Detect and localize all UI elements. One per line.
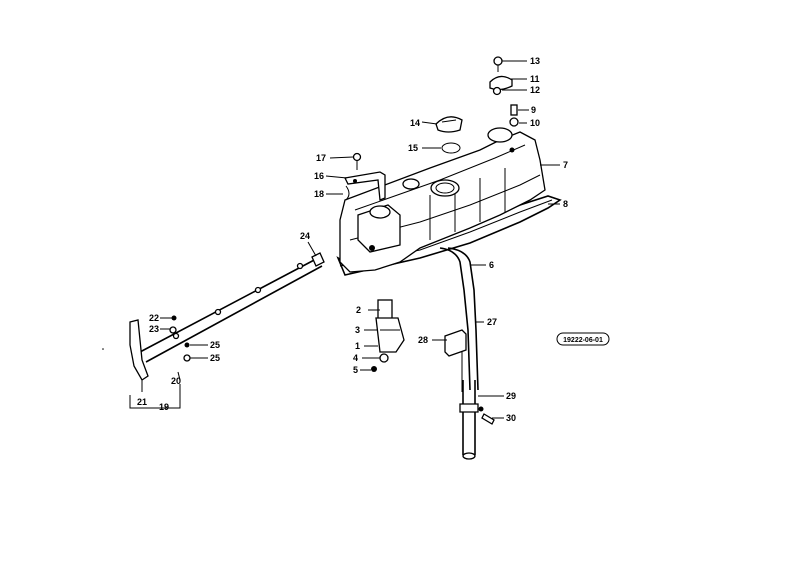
callout-28: 28: [418, 335, 428, 345]
callout-23: 23: [149, 324, 159, 334]
callout-15: 15: [408, 143, 418, 153]
callout-27: 27: [487, 317, 497, 327]
callout-20: 20: [171, 376, 181, 386]
callout-8: 8: [563, 199, 568, 209]
callout-3: 3: [355, 325, 360, 335]
callout-7: 7: [563, 160, 568, 170]
callout-labels: 13 11 12 9 10 14 15 17 16 18 7 8 6 24 2 …: [137, 56, 568, 423]
callout-18: 18: [314, 189, 324, 199]
lever-assembly: [371, 299, 405, 372]
callout-29: 29: [506, 391, 516, 401]
stray-mark: [102, 348, 104, 350]
callout-25: 25: [210, 353, 220, 363]
o-ring: [441, 142, 461, 154]
bracket-assembly: [344, 152, 386, 201]
callout-13: 13: [530, 56, 540, 66]
callout-10: 10: [530, 118, 540, 128]
callout-14: 14: [410, 118, 420, 128]
callout-4: 4: [353, 353, 358, 363]
leader-lines: [129, 60, 560, 419]
callout-6: 6: [489, 260, 494, 270]
callout-19: 19: [159, 402, 169, 412]
callout-9: 9: [531, 105, 536, 115]
callout-22: 22: [149, 313, 159, 323]
valve-cover: [336, 127, 562, 276]
callout-12: 12: [530, 85, 540, 95]
callout-21: 21: [137, 397, 147, 407]
reference-code-box: 19222-06-01: [556, 332, 610, 346]
callout-1: 1: [355, 341, 360, 351]
cap-assembly: [489, 56, 519, 127]
hose-bracket: [444, 329, 467, 357]
callout-26: 25: [210, 340, 220, 350]
callout-17: 17: [316, 153, 326, 163]
oil-cap: [435, 116, 463, 133]
callout-2: 2: [356, 305, 361, 315]
callout-30: 30: [506, 413, 516, 423]
callout-16: 16: [314, 171, 324, 181]
callout-24: 24: [300, 231, 310, 241]
control-shaft: [129, 252, 325, 381]
callout-11: 11: [530, 74, 540, 84]
callout-5: 5: [353, 365, 358, 375]
reference-code: 19222-06-01: [563, 337, 603, 344]
